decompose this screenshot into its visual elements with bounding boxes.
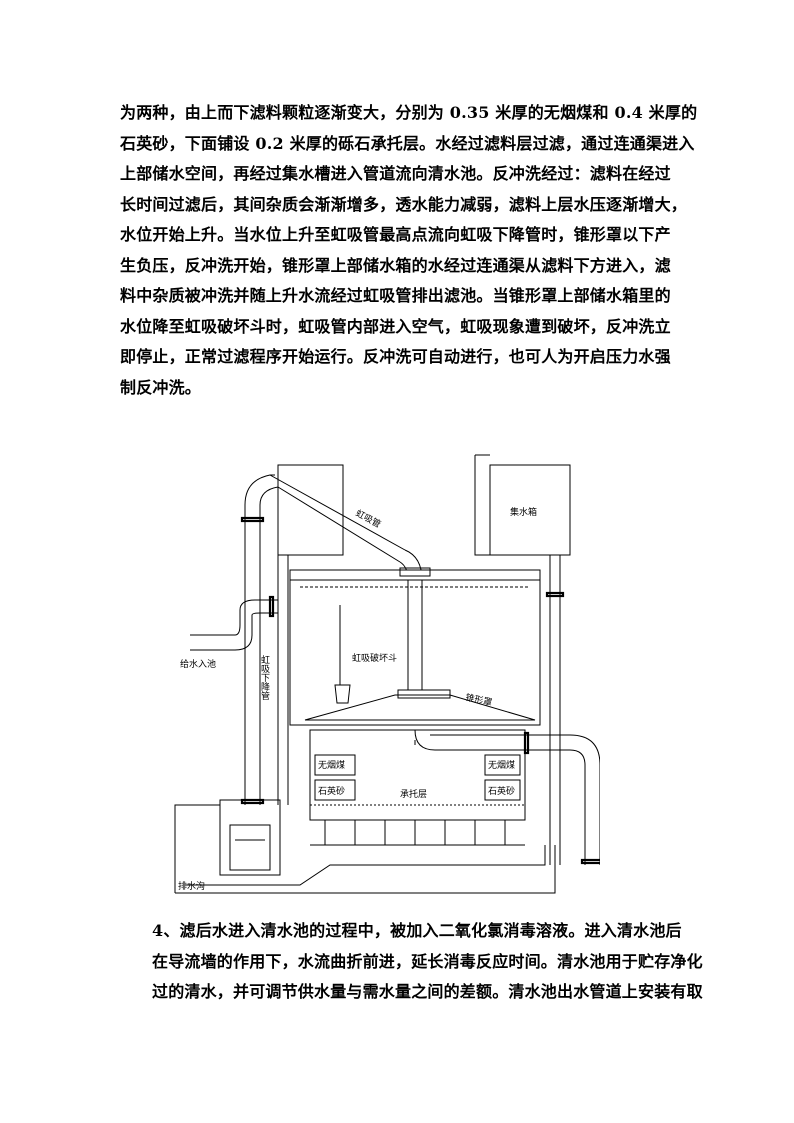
main-tank [289, 569, 541, 726]
paragraph1-line: 生负压，反冲洗开始，锥形罩上部储水箱的水经过连通渠从滤料下方进入，滤 [120, 255, 671, 275]
label-siphon-pipe: 虹吸管 [354, 507, 383, 530]
label-siphon-down-pipe: 虹吸下降管 [259, 655, 270, 700]
paragraph1-line: 上部储水空间，再经过集水槽进入管道流向清水池。反冲洗经过：滤料在经过 [120, 164, 671, 183]
siphon-break-bucket [334, 605, 351, 704]
base-outline [174, 804, 556, 894]
paragraph2-line: 在导流墙的作用下，水流曲折前进，延长消毒反应时间。清水池用于贮存净化 [152, 951, 703, 971]
base-inner [185, 845, 546, 886]
paragraph1-line: 石英砂，下面铺设 0.2 米厚的砾石承托层。水经过滤料层过滤，通过连通渠进入 [120, 133, 695, 153]
drain-basin-inner [229, 824, 271, 871]
label-quartz-right: 石英砂 [488, 785, 515, 797]
label-siphon-break: 虹吸破坏斗 [352, 652, 397, 664]
paragraph1-line: 制反冲洗。 [120, 377, 202, 397]
paragraph1-line: 水位降至虹吸破坏斗时，虹吸管内部进入空气，虹吸现象遭到破坏，反冲洗立 [120, 316, 671, 336]
collection-water-tank [489, 464, 571, 556]
label-quartz-left: 石英砂 [318, 785, 345, 797]
siphon-pipe [269, 474, 406, 563]
paragraph1-line: 长时间过滤后，其间杂质会渐渐增多，透水能力减弱，滤料上层水压逐渐增大， [120, 194, 688, 214]
inlet-pipe [190, 599, 278, 651]
central-riser [407, 580, 423, 690]
body-paragraph-2: 4、滤后水进入清水池的过程中，被加入二氧化氯消毒溶液。进入清水池后在导流墙的作用… [120, 916, 703, 1008]
paragraph1-line: 料中杂质被冲洗并随上升水流经过虹吸管排出滤池。当锥形罩上部储水箱里的 [120, 286, 671, 305]
body-paragraph-1: 为两种，由上而下滤料颗粒逐渐变大，分别为 0.35 米厚的无烟煤和 0.4 米厚… [120, 98, 698, 403]
paragraph1-line: 为两种，由上而下滤料颗粒逐渐变大，分别为 0.35 米厚的无烟煤和 0.4 米厚… [120, 103, 698, 122]
label-anthracite-left: 无烟煤 [318, 759, 345, 771]
drain-basin [219, 799, 281, 876]
label-anthracite-right: 无烟煤 [488, 759, 515, 771]
siphon-filter-diagram: 虹吸管 集水箱 虹吸破坏斗 锥形罩 给水入池 虹吸下降管 无烟煤 石英砂 无烟煤… [174, 454, 600, 894]
label-inlet: 给水入池 [180, 658, 216, 670]
paragraph1-line: 即停止，正常过滤程序开始运行。反冲洗可自动进行，也可人为开启压力水强 [120, 347, 671, 366]
label-gravel: 承托层 [400, 788, 427, 800]
paragraph1-line: 水位开始上升。当水位上升至虹吸管最高点流向虹吸下降管时，锥形罩以下产 [120, 225, 671, 244]
paragraph2-line: 过的清水，并可调节供水量与需水量之间的差额。清水池出水管道上安装有取 [152, 982, 703, 1001]
label-water-tank: 集水箱 [510, 506, 537, 518]
siphon-down-pipe [244, 505, 261, 805]
paragraph2-line: 4、滤后水进入清水池的过程中，被加入二氧化氯消毒溶液。进入清水池后 [152, 921, 682, 940]
label-drain: 排水沟 [178, 880, 205, 892]
